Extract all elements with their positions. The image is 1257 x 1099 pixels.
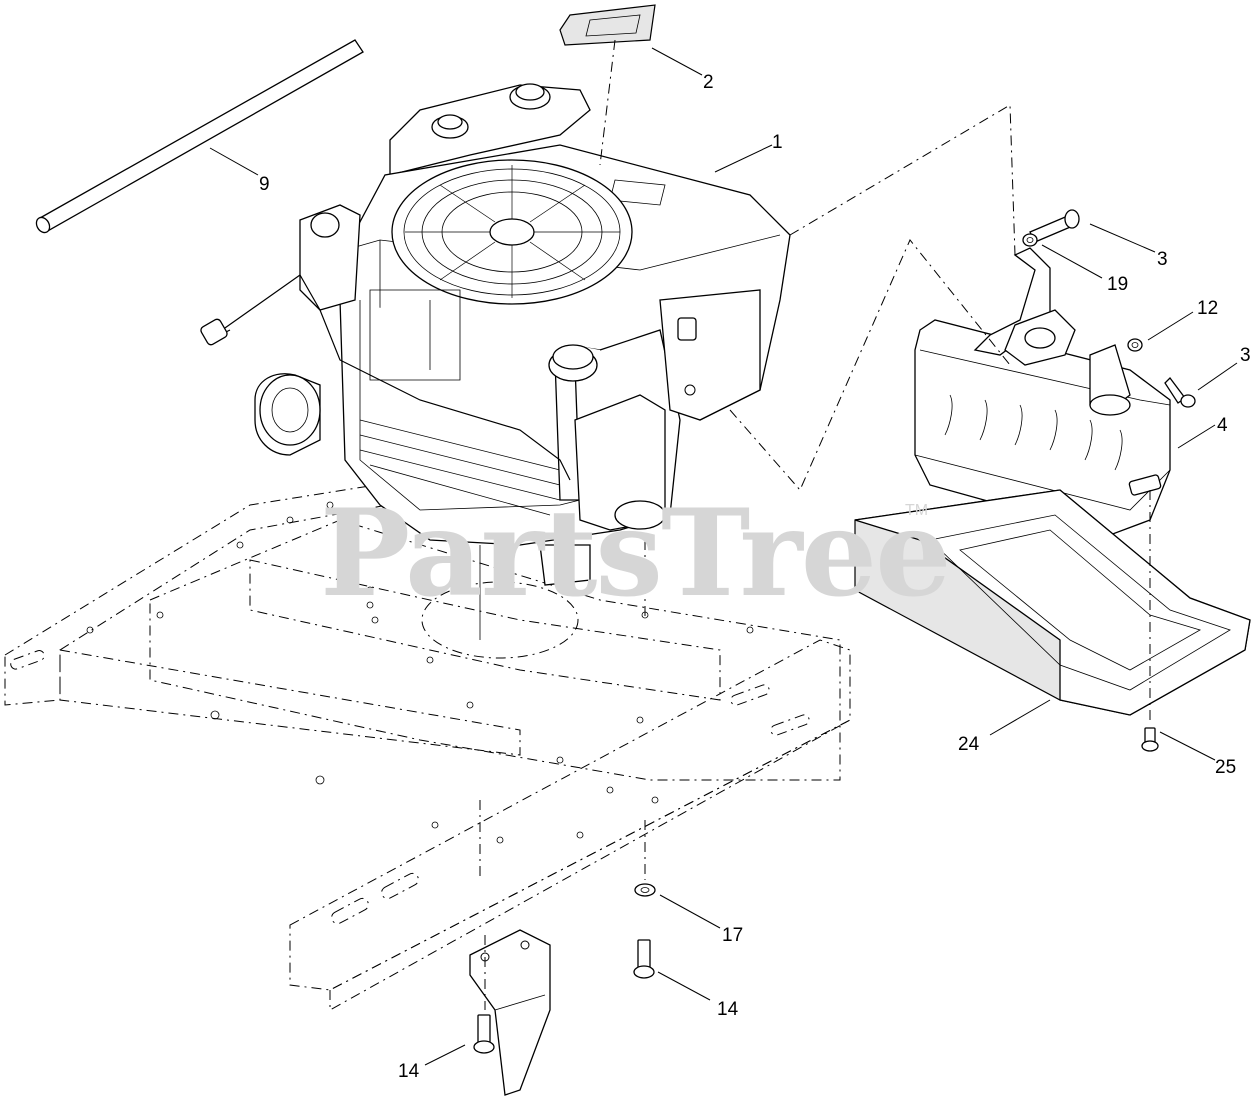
muffler [914,247,1171,536]
callout-14-center: 14 [717,999,739,1020]
watermark-trademark: TM [905,502,928,519]
callout-25: 25 [1215,757,1236,778]
callout-24: 24 [958,734,980,755]
engine [200,83,791,640]
callout-1: 1 [772,132,783,153]
callout-9: 9 [259,174,270,195]
callout-12: 12 [1197,298,1218,319]
callout-19: 19 [1107,274,1128,295]
callout-14-bottom: 14 [398,1061,420,1082]
mower-frame [4,469,851,1096]
callout-17: 17 [722,925,743,946]
callout-2: 2 [703,72,714,93]
heat-shield [854,489,1251,716]
callout-3-lower: 3 [1240,345,1251,366]
callouts: 1 2 3 3 4 9 12 14 14 17 19 24 25 [259,72,1251,1082]
decal-part [559,4,656,166]
callout-4: 4 [1217,415,1228,436]
leader-lines [209,47,1238,1066]
watermark: PartsTree TM [320,483,951,624]
hose-part [35,39,364,234]
callout-3-upper: 3 [1157,249,1168,270]
fasteners [473,104,1196,1054]
watermark-text: PartsTree [320,483,949,624]
